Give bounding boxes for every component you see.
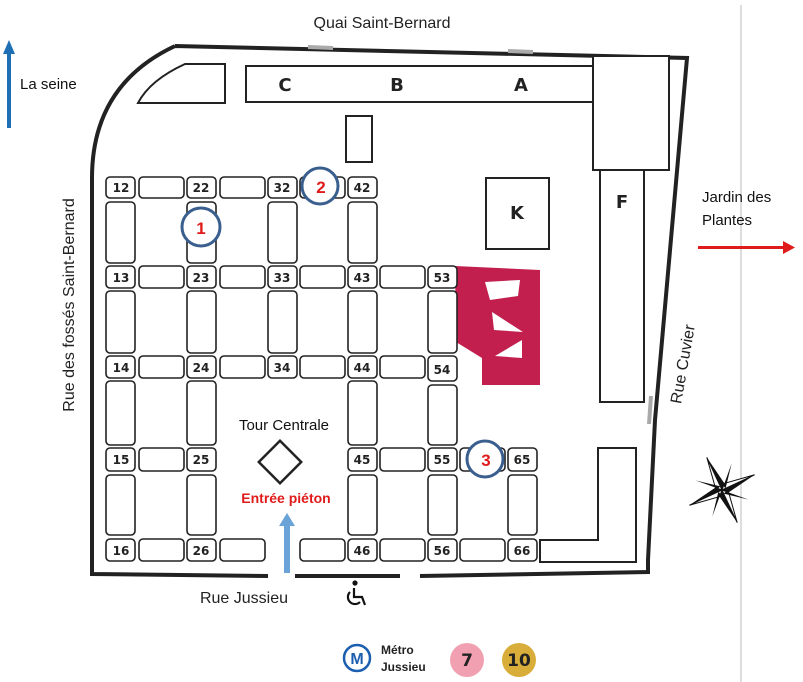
patio-label-34: 34	[274, 361, 291, 375]
street-rue-jussieu: Rue Jussieu	[200, 590, 288, 607]
metro-line-7-badge	[450, 643, 484, 677]
building-northeast	[592, 55, 670, 171]
building-b-label: B	[390, 75, 404, 96]
building-k-label: K	[510, 203, 525, 224]
entrance-arrow-icon	[279, 513, 295, 526]
gate-north-1	[307, 45, 334, 50]
tour-centrale-icon	[257, 439, 303, 485]
building-cba	[245, 65, 594, 103]
building-f	[599, 169, 645, 403]
seine-label: La seine	[20, 76, 77, 93]
jardin-label-line2: Plantes	[702, 212, 752, 229]
marker-1-label: 1	[196, 219, 205, 238]
street-quai-saint-bernard: Quai Saint-Bernard	[314, 15, 451, 32]
building-northwest	[136, 63, 226, 104]
grid-patios	[105, 176, 538, 562]
patio-label-56: 56	[434, 544, 451, 558]
patio-label-45: 45	[354, 453, 371, 467]
marker-2-label: 2	[316, 178, 325, 197]
tour-centrale-label: Tour Centrale	[239, 417, 329, 434]
building-c-label: C	[278, 75, 291, 96]
building-a-label: A	[514, 75, 528, 96]
metro-line-10-badge	[502, 643, 536, 677]
metro-badge-icon	[342, 643, 372, 673]
patio-label-53: 53	[434, 271, 451, 285]
street-rue-des-fosses: Rue des fossés Saint-Bernard	[61, 198, 78, 411]
patio-label-46: 46	[354, 544, 371, 558]
east-arrow-icon	[783, 241, 795, 254]
jardin-label-line1: Jardin des	[702, 189, 771, 206]
marker-3-label: 3	[481, 451, 490, 470]
east-arrow-shaft	[698, 246, 784, 249]
patio-label-42: 42	[354, 181, 371, 195]
marker-1-ring	[180, 206, 222, 248]
patio-label-33: 33	[274, 271, 291, 285]
patio-label-66: 66	[514, 544, 531, 558]
patio-label-15: 15	[113, 453, 130, 467]
marker-3-ring	[465, 439, 505, 479]
patio-label-43: 43	[354, 271, 371, 285]
patio-label-16: 16	[113, 544, 130, 558]
wheelchair-icon	[346, 580, 367, 606]
compass-rose-icon	[689, 457, 755, 523]
entrance-label: Entrée piéton	[241, 490, 330, 506]
patio-label-55: 55	[434, 453, 451, 467]
patio-label-44: 44	[354, 361, 371, 375]
building-small	[345, 115, 373, 163]
building-f-label: F	[616, 192, 628, 213]
patio-label-13: 13	[113, 271, 130, 285]
patio-label-14: 14	[113, 361, 130, 375]
gate-north-2	[507, 49, 534, 54]
patio-label-25: 25	[193, 453, 210, 467]
patio-label-24: 24	[193, 361, 210, 375]
north-arrow-icon	[3, 40, 15, 54]
building-k	[485, 177, 550, 250]
metro-symbol: M	[350, 651, 363, 668]
metro-line-10-label: 10	[507, 651, 531, 671]
metro-label-line1: Métro	[381, 643, 414, 657]
street-rue-cuvier: Rue Cuvier	[668, 323, 699, 405]
amphi-courtyard-2	[492, 312, 523, 332]
patio-label-12: 12	[113, 181, 130, 195]
metro-line-7-label: 7	[461, 651, 473, 671]
amphi-courtyard-1	[485, 280, 520, 300]
marker-2-ring	[300, 166, 340, 206]
entrance-arrow-shaft	[284, 525, 290, 573]
patio-label-32: 32	[274, 181, 291, 195]
metro-label-line2: Jussieu	[381, 660, 426, 674]
patio-label-54: 54	[434, 363, 451, 377]
patio-label-65: 65	[514, 453, 531, 467]
patio-label-23: 23	[193, 271, 210, 285]
gate-east	[647, 395, 653, 425]
north-arrow-shaft	[7, 52, 11, 128]
amphi-courtyard-3	[495, 340, 522, 358]
patio-label-26: 26	[193, 544, 210, 558]
patio-label-22: 22	[193, 181, 210, 195]
building-southeast	[539, 447, 637, 563]
